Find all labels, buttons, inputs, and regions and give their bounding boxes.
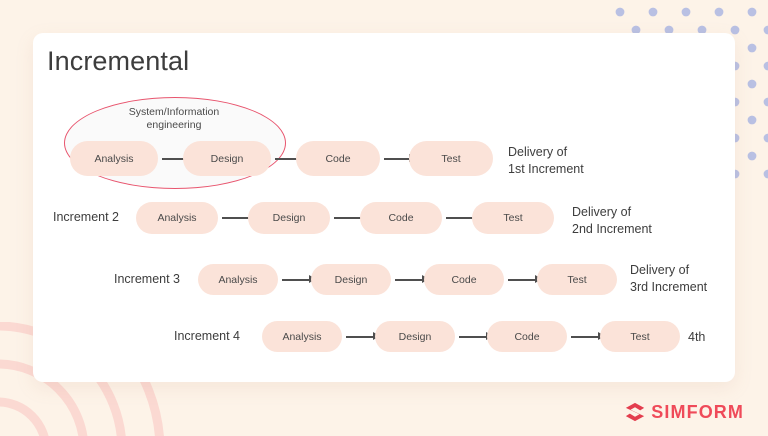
stage-pill[interactable]: Design bbox=[248, 202, 330, 234]
stage-pill[interactable]: Design bbox=[183, 141, 271, 176]
stage-pill[interactable]: Analysis bbox=[70, 141, 158, 176]
stage-pill[interactable]: Test bbox=[472, 202, 554, 234]
delivery-label: 4th bbox=[688, 330, 706, 344]
stage-pill[interactable]: Test bbox=[600, 321, 680, 352]
stage-pill[interactable]: Design bbox=[375, 321, 455, 352]
delivery-label: Delivery of 1st Increment bbox=[508, 145, 584, 176]
stage-pill[interactable]: Test bbox=[537, 264, 617, 295]
ellipse-label: System/Information engineering bbox=[128, 106, 220, 132]
stage-pill[interactable]: Code bbox=[360, 202, 442, 234]
stage-pill[interactable]: Code bbox=[424, 264, 504, 295]
simform-logo: SIMFORM bbox=[625, 402, 744, 422]
stage-pill[interactable]: Analysis bbox=[198, 264, 278, 295]
row-label-increment-4: Increment 4 bbox=[174, 329, 241, 343]
delivery-label: Delivery of 3rd Increment bbox=[630, 263, 708, 294]
simform-logo-text: SIMFORM bbox=[651, 402, 744, 422]
stage-pill[interactable]: Code bbox=[296, 141, 380, 176]
stage-pill[interactable]: Analysis bbox=[136, 202, 218, 234]
stage-pill[interactable]: Test bbox=[409, 141, 493, 176]
stage-pill[interactable]: Analysis bbox=[262, 321, 342, 352]
stage-pill[interactable]: Code bbox=[487, 321, 567, 352]
simform-s-mark-icon bbox=[626, 402, 645, 422]
stage-pill[interactable]: Design bbox=[311, 264, 391, 295]
page-title: Incremental bbox=[47, 46, 190, 76]
row-label-increment-2: Increment 2 bbox=[53, 210, 120, 224]
row-label-increment-3: Increment 3 bbox=[114, 272, 181, 286]
delivery-label: Delivery of 2nd Increment bbox=[572, 205, 652, 236]
